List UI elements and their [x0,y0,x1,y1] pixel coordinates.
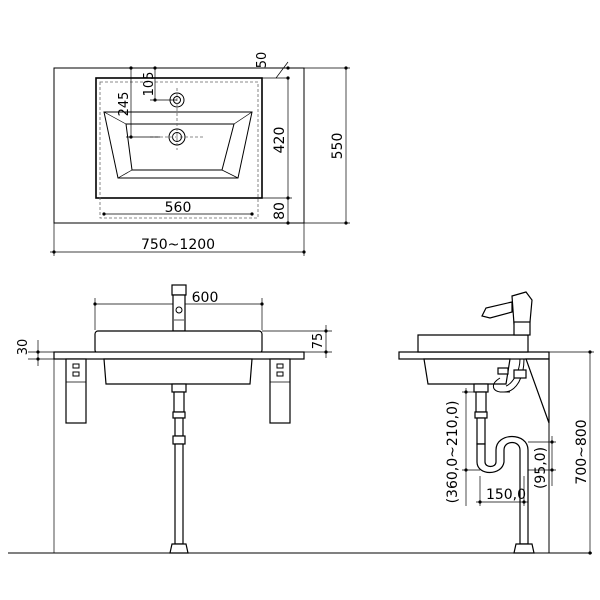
dim-faucet-hole: 105 [142,72,157,97]
dim-depth: 550 [330,133,346,160]
dim-front-margin: 80 [272,202,288,220]
dim-trap-height: (95,0) [533,447,549,489]
dim-trap-offset: 150,0 [486,487,526,503]
plan-basin-rim [95,77,263,199]
side-view: (360,0~210,0) 150,0 (95,0) 700~800 [398,291,594,555]
faucet-icon [171,284,187,296]
side-basin-top [417,334,529,353]
plan-counter-outline [53,67,305,224]
plan-cutout-dashed [99,81,259,219]
dim-bowl-depth: 420 [272,127,288,154]
front-bowl [103,358,253,385]
plan-bowl-inner [125,123,235,171]
dim-back-margin: 50 [255,52,270,69]
side-bracket [525,358,550,424]
dim-mount-height: 700~800 [574,419,590,484]
side-bowl [423,358,511,385]
left-bracket [65,358,87,424]
dim-faucet-center: 245 [117,92,132,117]
dim-width-range: 750~1200 [141,237,215,253]
front-drain-pipe [174,443,184,545]
front-counter [53,351,305,360]
right-bracket [269,358,291,424]
dim-drain-height: (360,0~210,0) [445,401,461,504]
p-trap [476,436,529,545]
side-faucet-icon [511,291,533,325]
front-view: 600 30 [8,284,592,554]
dim-counter-thickness: 30 [16,339,31,356]
dim-rim-height: 75 [311,333,326,350]
dim-front-width: 600 [192,290,219,306]
plan-view: 105 245 560 50 420 80 550 [50,52,350,256]
front-basin-top [94,330,263,354]
side-counter [398,351,550,360]
drain-fitting [171,383,187,393]
dim-bowl-width: 560 [165,200,192,216]
